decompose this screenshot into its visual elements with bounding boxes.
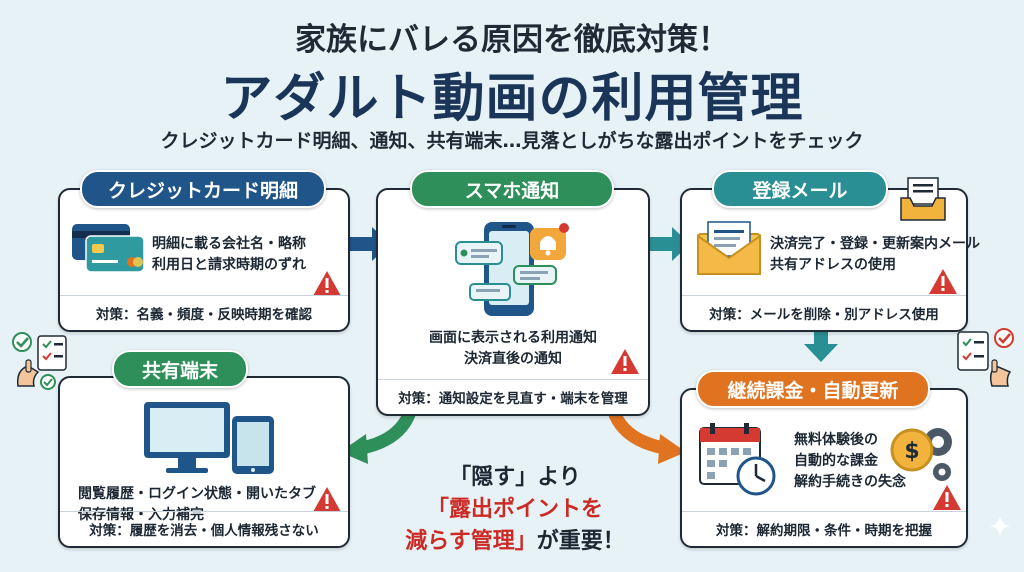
svg-text:$: $ [904,439,919,464]
closing-line3-red: 減らす管理」 [405,529,537,554]
smartphone-countermeasure: 対策：通知設定を見直す・端末を管理 [378,379,648,414]
subscription-countermeasure: 対策：解約期限・条件・時期を把握 [682,511,966,546]
card-shared-device: 閲覧履歴・ログイン状態・開いたタブ 保存情報・入力補完 対策：履歴を消去・個人情… [58,376,350,548]
subscription-desc-line1: 無料体験後の [794,432,878,448]
smartphone-desc-line2: 決済直後の通知 [464,351,562,367]
smartphone-title-pill: スマホ通知 [410,170,614,208]
credit-countermeasure: 対策：名義・頻度・反映時期を確認 [60,295,348,330]
card-subscription: 無料体験後の 自動的な課金 解約手続きの失念 $ 対策：解約期限・条件・時期を把… [680,388,968,548]
warning-icon [313,487,341,512]
shared-desc-line1: 閲覧履歴・ログイン状態・開いたタブ [78,486,316,502]
computer-tablet-icon [144,402,274,474]
credit-card-title-pill: クレジットカード明細 [80,170,326,208]
warning-icon [933,485,961,510]
credit-desc-line1: 明細に載る会社名・略称 [152,236,306,252]
checklist-hand-icon [12,332,67,390]
card-smartphone: 画面に表示される利用通知 決済直後の通知 対策：通知設定を見直す・端末を管理 [376,188,650,416]
warning-icon [929,269,957,294]
arrow-phone-to-subscription-icon [607,409,686,464]
inbox-tray-icon [900,177,946,221]
header-title-top: 家族にバレる原因を徹底対策！ [295,22,729,58]
warning-icon [313,271,341,296]
email-desc-line1: 決済完了・登録・更新案内メール [770,236,980,252]
header-subtitle: クレジットカード明細、通知、共有端末…見落としがちな露出ポイントをチェック [160,130,864,152]
closing-line1: 「隠す」より [449,465,581,490]
shared-countermeasure: 対策：履歴を消去・個人情報残さない [60,511,348,546]
calendar-clock-icon [699,423,776,496]
email-countermeasure: 対策：メールを削除・別アドレス使用 [682,295,966,330]
credit-card-icon [72,224,145,273]
smartphone-notification-icon [455,222,569,316]
subscription-desc-line3: 解約手続きの失念 [794,474,906,490]
credit-desc-line2: 利用日と請求時期のずれ [152,257,306,273]
smartphone-desc-line1: 画面に表示される利用通知 [429,330,597,346]
coin-gear-icon: $ [890,428,952,481]
arrow-phone-to-shared-icon [340,409,417,464]
checklist-hand-icon [957,328,1014,387]
shared-device-title-pill: 共有端末 [112,350,248,388]
warning-icon [611,349,639,374]
header-title-main: アダルト動画の利用管理 [220,69,804,129]
email-title-pill: 登録メール [712,170,888,208]
sparkle-icon [989,515,1011,537]
subscription-desc-line2: 自動的な課金 [794,453,878,469]
email-desc-line2: 共有アドレスの使用 [770,257,896,273]
closing-line2: 「露出ポイントを [426,497,603,522]
envelope-icon [697,221,761,275]
closing-line3-rest: が重要！ [536,529,625,554]
card-email: 決済完了・登録・更新案内メール 共有アドレスの使用 対策：メールを削除・別アドレ… [680,188,980,332]
closing-message: 「隠す」より 「露出ポイントを 減らす管理」が重要！ [380,462,650,558]
closing-line3: 減らす管理」が重要！ [380,526,650,558]
card-credit-card: 明細に載る会社名・略称 利用日と請求時期のずれ 対策：名義・頻度・反映時期を確認 [58,188,350,332]
subscription-title-pill: 継続課金・自動更新 [696,370,930,408]
